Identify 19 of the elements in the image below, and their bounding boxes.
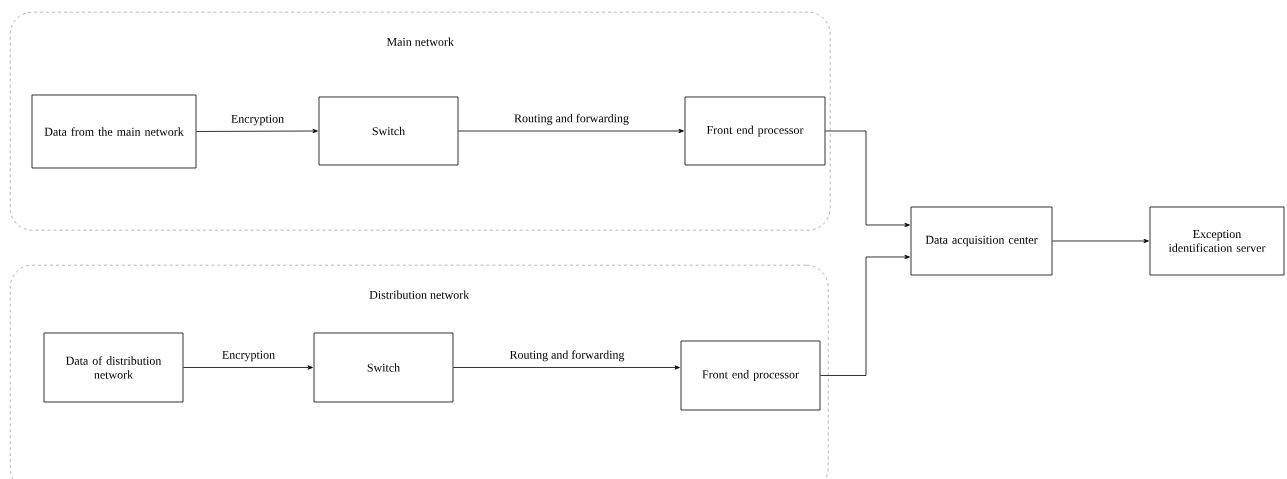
process-box: Data acquisition center: [910, 206, 1053, 276]
process-box: Front end processor: [684, 96, 826, 166]
edge-label: Routing and forwarding: [513, 112, 630, 126]
process-box: Exception identification server: [1149, 206, 1285, 276]
process-box: Front end processor: [680, 340, 821, 411]
edge-label: Encryption: [220, 349, 277, 363]
process-box: Data of distribution network: [43, 332, 184, 403]
arrow: [1052, 238, 1149, 244]
arrow: [196, 128, 318, 134]
edge-label: Routing and forwarding: [508, 349, 626, 363]
edge-label: Encryption: [229, 113, 286, 127]
arrow: [453, 365, 680, 370]
arrow: [820, 254, 910, 376]
arrow: [183, 365, 313, 370]
process-box: Switch: [318, 96, 459, 166]
arrow: [458, 128, 684, 134]
process-box: Data from the main network: [31, 94, 197, 169]
arrow: [825, 130, 910, 228]
process-box: Switch: [313, 332, 454, 403]
